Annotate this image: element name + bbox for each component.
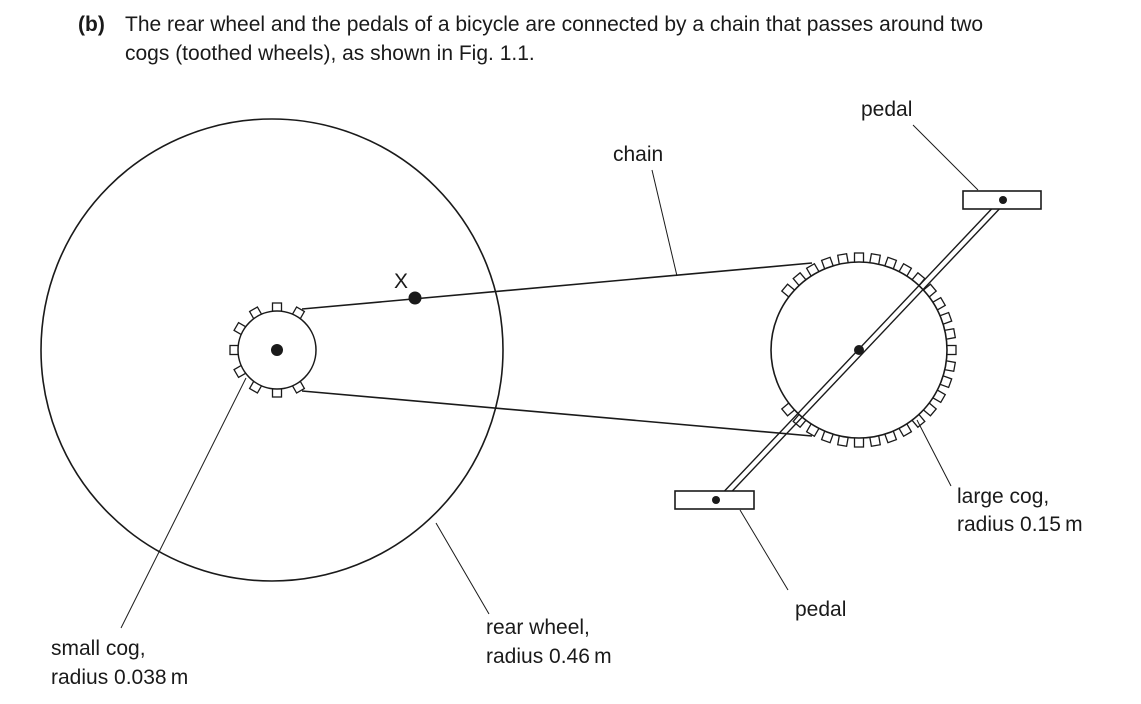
- leader-line-pedal-bottom: [739, 509, 789, 591]
- label-small-cog-line-2: radius 0.038 m: [51, 666, 188, 689]
- label-rear-wheel-line-1: rear wheel,: [486, 616, 590, 639]
- question-text: The rear wheel and the pedals of a bicyc…: [125, 10, 1125, 68]
- question-text-line-1: The rear wheel and the pedals of a bicyc…: [125, 13, 984, 36]
- small-cog-axle: [271, 344, 283, 356]
- leader-line-chain: [651, 169, 678, 277]
- point-x-dot: [408, 291, 422, 305]
- label-pedal-bottom: pedal: [795, 598, 846, 621]
- label-pedal-top: pedal: [861, 98, 912, 121]
- label-rear-wheel-line-2: radius 0.46 m: [486, 645, 612, 668]
- leader-line-rear-wheel: [435, 522, 490, 615]
- rear-wheel: [40, 118, 504, 582]
- label-small-cog-line-1: small cog,: [51, 637, 146, 660]
- label-chain: chain: [613, 143, 663, 166]
- pedal-top-pivot: [999, 196, 1007, 204]
- chain-lower: [301, 390, 813, 437]
- question-text-line-2: cogs (toothed wheels), as shown in Fig. …: [125, 42, 535, 65]
- leader-line-small-cog: [120, 377, 247, 629]
- pedal-bottom-pivot: [712, 496, 720, 504]
- leader-line-large-cog: [916, 419, 952, 487]
- chain-upper: [301, 262, 813, 310]
- leader-line-pedal-top: [912, 124, 979, 191]
- crank-axle: [854, 345, 864, 355]
- label-point-x: X: [394, 270, 408, 293]
- label-large-cog-line-2: radius 0.15 m: [957, 513, 1083, 536]
- label-large-cog-line-1: large cog,: [957, 485, 1049, 508]
- question-part-label: (b): [78, 13, 105, 36]
